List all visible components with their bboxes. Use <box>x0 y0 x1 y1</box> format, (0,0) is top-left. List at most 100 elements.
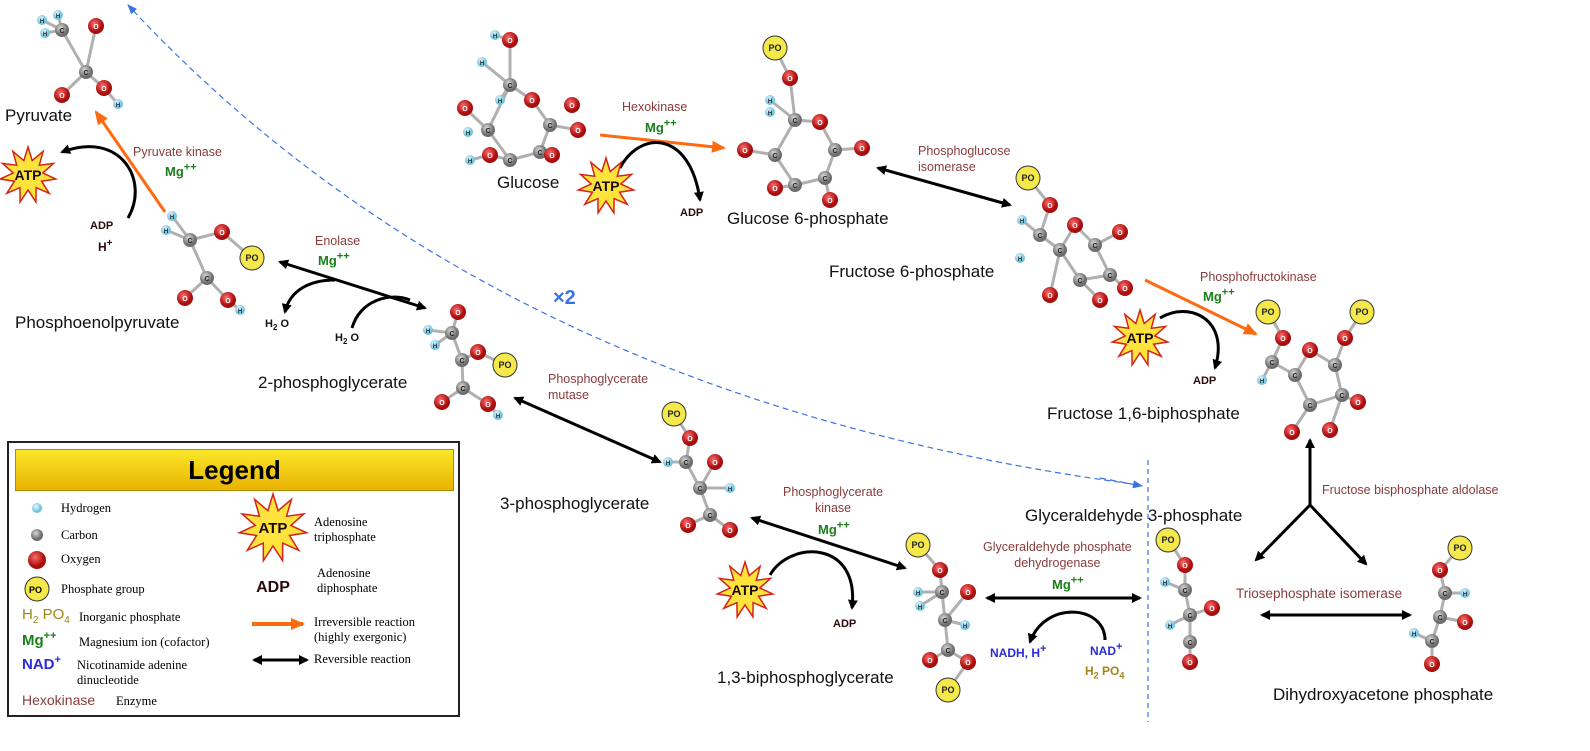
water-label: H2 O <box>265 318 290 333</box>
enzyme-name-line: dehydrogenase <box>1014 556 1101 570</box>
enzyme-pyruvate-kinase: Pyruvate kinase <box>133 145 222 159</box>
dashed-repeat-arrow-head <box>1099 477 1143 489</box>
carbon-atom <box>768 148 782 162</box>
aldolase-branch-left <box>1254 503 1312 562</box>
oxygen-atom-symbol: O <box>712 460 718 467</box>
carbon-atom <box>818 171 832 185</box>
carbon-atom-symbol: C <box>1339 393 1344 400</box>
hydrogen-atom-symbol: H <box>918 605 922 611</box>
mg-cofactor: Mg++ <box>818 519 850 537</box>
oxygen-atom <box>88 18 104 34</box>
carbon-atom <box>1103 268 1117 282</box>
carbon-atom-symbol: C <box>537 150 542 157</box>
oxygen-atom <box>564 97 580 113</box>
nad-label: NAD+ <box>1090 641 1123 659</box>
enzyme-name-line: Phosphoglycerate <box>783 485 884 499</box>
oxygen-atom-symbol: O <box>1355 400 1361 407</box>
carbon-atom <box>1088 238 1102 252</box>
carbon-icon <box>31 529 43 541</box>
legend-inorganic-phosphate: Inorganic phosphate <box>79 610 181 624</box>
oxygen-atom-symbol: O <box>859 146 865 153</box>
hydrogen-atom-symbol: H <box>963 624 967 630</box>
oxygen-atom-symbol: O <box>219 230 225 237</box>
enzyme-name-line: isomerase <box>918 160 976 174</box>
oxygen-atom-symbol: O <box>93 24 99 31</box>
label-glucose: Glucose <box>497 173 560 192</box>
legend-magnesium: Magnesium ion (cofactor) <box>79 635 210 649</box>
hydrogen-atom-symbol: H <box>498 99 502 105</box>
oxygen-atom-symbol: O <box>487 153 493 160</box>
atp-star-icon: ATP <box>0 144 59 205</box>
oxygen-atom-symbol: O <box>965 590 971 597</box>
oxygen-atom <box>457 100 473 116</box>
carbon-atom <box>1073 273 1087 287</box>
oxygen-atom-symbol: O <box>687 436 693 443</box>
oxygen-atom <box>682 430 698 446</box>
hydrogen-atom-symbol: H <box>170 215 174 221</box>
hydrogen-atom-symbol: H <box>480 61 484 67</box>
hydrogen-atom-symbol: H <box>916 591 920 597</box>
oxygen-atom-symbol: O <box>727 528 733 535</box>
carbon-atom-symbol: C <box>187 238 192 245</box>
hydrogen-atom-symbol: H <box>468 159 472 165</box>
carbon-atom <box>1183 635 1197 649</box>
legend-hydrogen: Hydrogen <box>61 501 111 515</box>
carbon-atom <box>1425 634 1439 648</box>
oxygen-atom <box>1204 600 1220 616</box>
oxygen-atom-symbol: O <box>1462 620 1468 627</box>
hydrogen-atom <box>113 99 123 109</box>
hydrogen-atom <box>490 30 500 40</box>
carbon-atom <box>935 585 949 599</box>
oxygen-atom-symbol: O <box>787 76 793 83</box>
carbon-atom-symbol: C <box>1092 243 1097 250</box>
oxygen-atom <box>96 80 112 96</box>
hydrogen-atom <box>1165 620 1175 630</box>
oxygen-atom <box>544 147 560 163</box>
hydrogen-atom <box>167 211 177 221</box>
hydrogen-atom-symbol: H <box>768 111 772 117</box>
hydrogen-atom-symbol: H <box>1168 624 1172 630</box>
carbon-atom <box>503 153 517 167</box>
hydrogen-atom-symbol: H <box>238 309 242 315</box>
oxygen-atom <box>214 224 230 240</box>
carbon-atom-symbol: C <box>1037 233 1042 240</box>
oxygen-atom-symbol: O <box>1327 428 1333 435</box>
legend-nad-symbol: NAD+ <box>22 654 61 673</box>
legend-icons: PO ATP ADP <box>24 491 310 665</box>
carbon-atom <box>503 78 517 92</box>
phosphate-group <box>1447 535 1473 561</box>
phosphate-group-symbol: PO <box>498 360 511 370</box>
oxygen-atom <box>1275 330 1291 346</box>
oxygen-atom-symbol: O <box>965 660 971 667</box>
carbon-atom-symbol: C <box>1332 363 1337 370</box>
label-3-phosphoglycerate: 3-phosphoglycerate <box>500 494 650 513</box>
pyruvate-kinase-arrow <box>94 110 167 213</box>
oxygen-atom <box>1092 292 1108 308</box>
hydrogen-icon <box>32 503 42 513</box>
water-label: H2 O <box>335 332 360 347</box>
carbon-atom <box>679 455 693 469</box>
phosphate-group <box>239 245 265 271</box>
hydrogen-atom <box>235 305 245 315</box>
oxygen-atom <box>1067 217 1083 233</box>
enzyme-name-line: Glyceraldehyde phosphate <box>983 540 1132 554</box>
gapdh-curve <box>1027 610 1107 644</box>
atp-star-icon: ATP <box>1109 307 1171 368</box>
atp-star-icon: ATP <box>575 155 637 216</box>
carbon-atom <box>55 23 69 37</box>
mg-cofactor: Mg++ <box>1203 286 1235 304</box>
hydrogen-atom-symbol: H <box>1260 379 1264 385</box>
oxygen-atom <box>177 290 193 306</box>
oxygen-atom <box>960 654 976 670</box>
oxygen-atom <box>922 652 938 668</box>
hydrogen-atom <box>37 15 47 25</box>
oxygen-atom-symbol: O <box>485 402 491 409</box>
oxygen-atom <box>767 180 783 196</box>
carbon-atom <box>445 326 459 340</box>
